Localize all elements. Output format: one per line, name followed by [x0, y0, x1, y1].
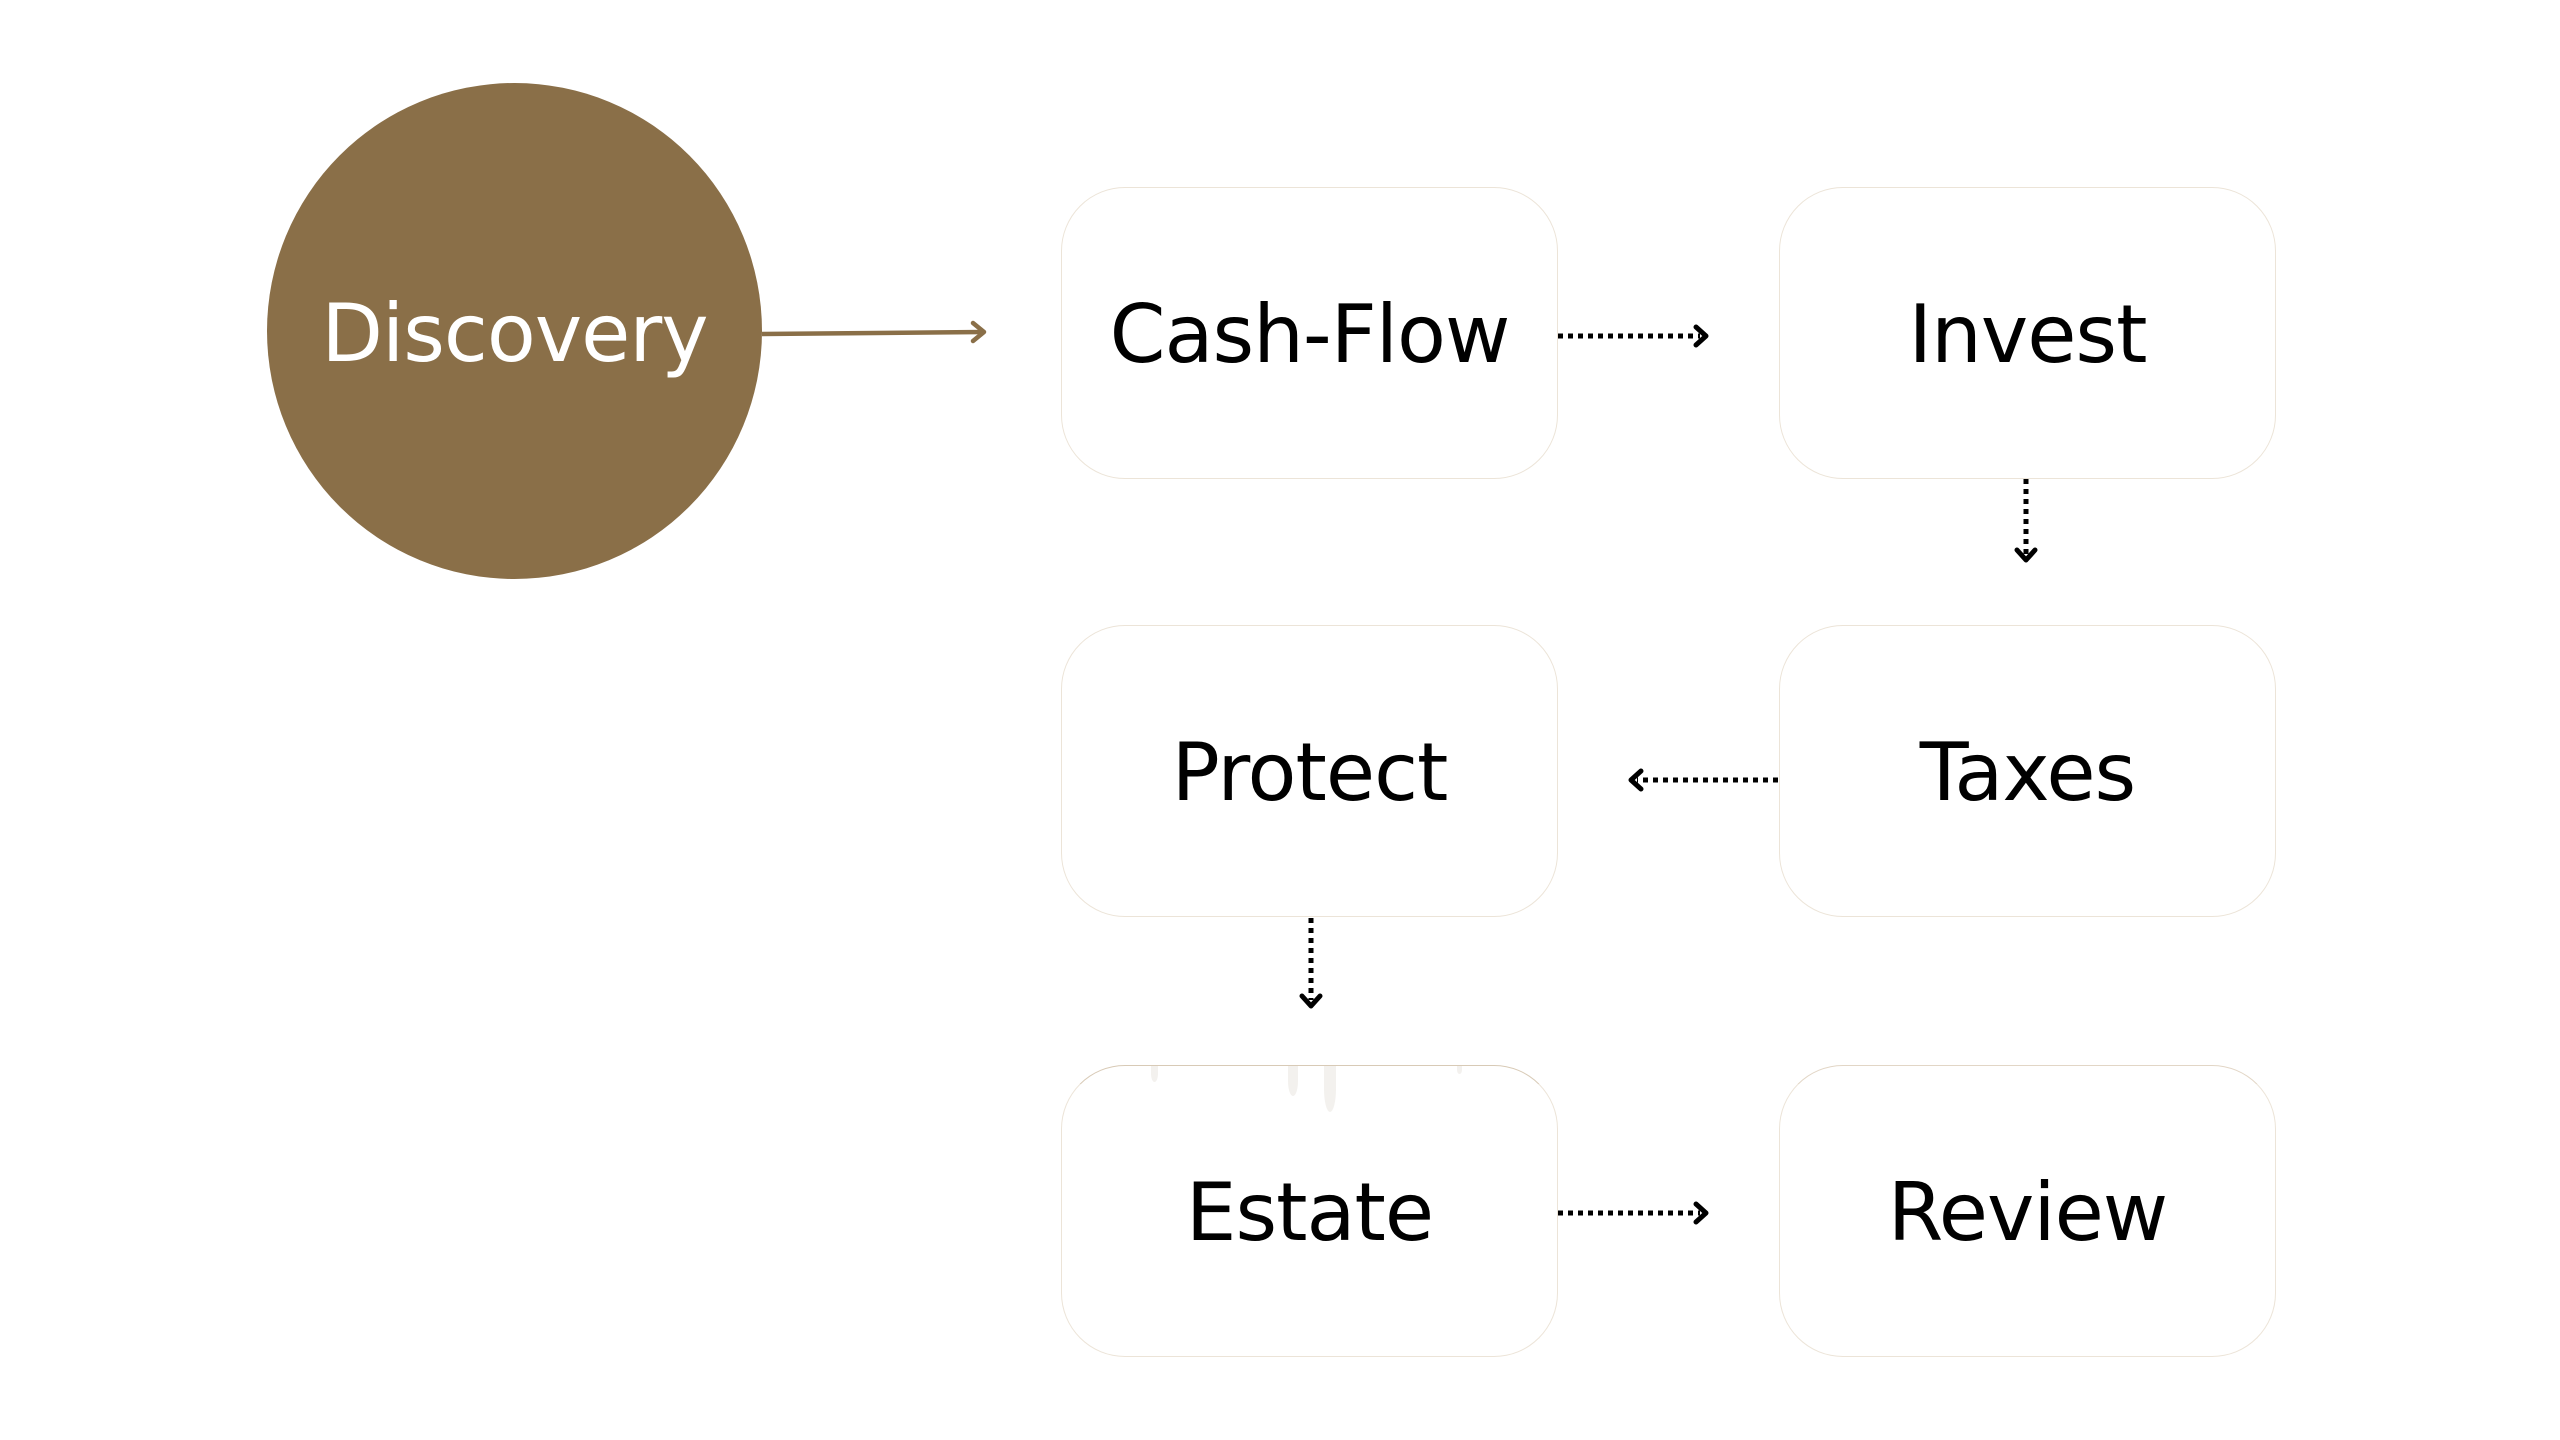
- review-step: Review: [1779, 1065, 2276, 1357]
- arrow-estate-to-review: [1558, 1201, 1709, 1225]
- arrow-invest-to-taxes: [2014, 479, 2038, 563]
- protect-step: Protect: [1061, 625, 1558, 917]
- arrow-discovery-to-cash-flow: [761, 320, 987, 344]
- review-label: Review: [1887, 1166, 2168, 1259]
- render-artifact: [1324, 1066, 1336, 1112]
- discovery-label: Discovery: [321, 287, 708, 380]
- render-artifact: [1457, 1066, 1462, 1074]
- protect-label: Protect: [1171, 726, 1449, 819]
- cash-flow-step: Cash-Flow: [1061, 187, 1558, 479]
- render-artifact: [1151, 1066, 1158, 1082]
- discovery-node: Discovery: [267, 83, 762, 579]
- arrow-cash-flow-to-invest: [1558, 324, 1709, 348]
- arrow-taxes-to-protect: [1628, 768, 1778, 792]
- taxes-step: Taxes: [1779, 625, 2276, 917]
- taxes-label: Taxes: [1919, 726, 2136, 819]
- cash-flow-label: Cash-Flow: [1109, 288, 1511, 381]
- invest-step: Invest: [1779, 187, 2276, 479]
- estate-step: Estate: [1061, 1065, 1558, 1357]
- arrow-protect-to-estate: [1299, 918, 1323, 1009]
- render-artifact: [1288, 1066, 1298, 1096]
- invest-label: Invest: [1908, 288, 2148, 381]
- estate-label: Estate: [1185, 1166, 1434, 1259]
